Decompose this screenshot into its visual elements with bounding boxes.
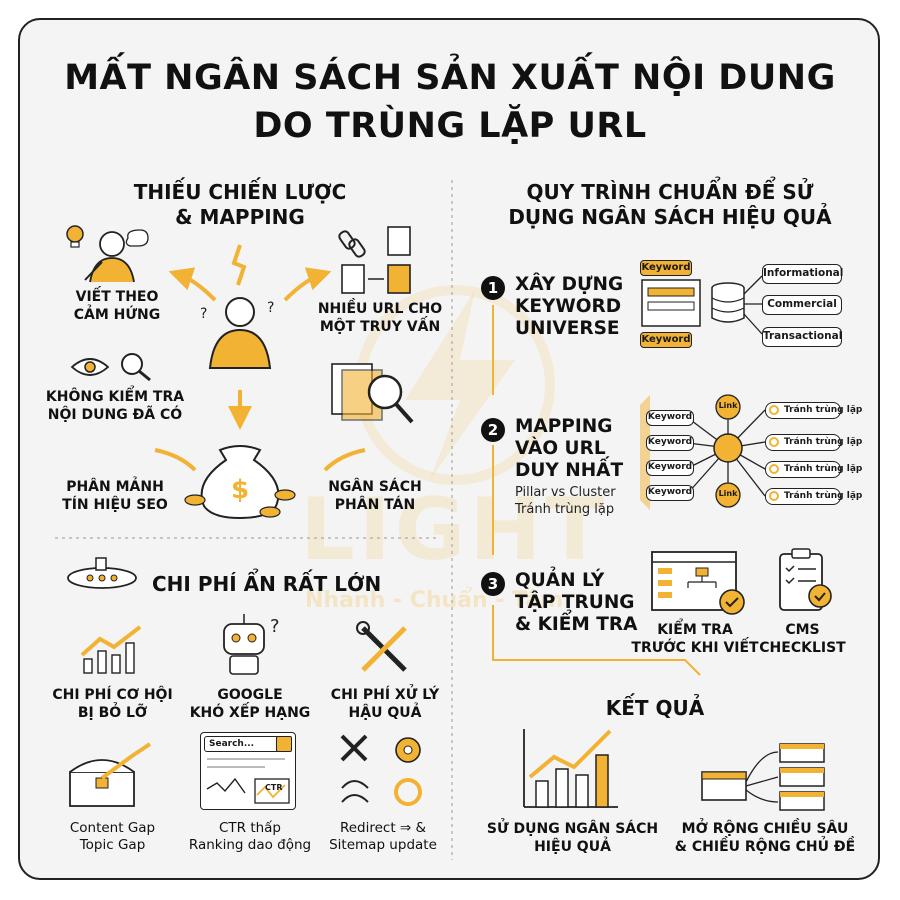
map-keyword-3: Keyword	[646, 460, 694, 476]
link-node-top: Link	[718, 401, 738, 410]
redirect-label-2: Sitemap update	[329, 837, 437, 853]
aftermath-label-1: CHI PHÍ XỬ LÝ	[330, 687, 440, 703]
svg-text:?: ?	[267, 300, 274, 316]
fix-tools-grid-icon	[340, 734, 422, 806]
opportunity-label-1: CHI PHÍ CƠ HỘI	[52, 687, 173, 703]
process-heading-line2: DỤNG NGÂN SÁCH HIỆU QUẢ	[508, 205, 832, 229]
step-2-sub-1: Pillar vs Cluster	[515, 485, 616, 500]
no-check-label-1: KHÔNG KIỂM TRA	[45, 389, 185, 405]
docs-magnifier-icon	[331, 363, 414, 424]
wrench-screwdriver-icon	[356, 621, 407, 672]
search-icon[interactable]	[276, 736, 292, 752]
step-2-sub-2: Tránh trùng lặp	[515, 502, 615, 517]
keyword-database-icon	[641, 275, 763, 335]
strategy-heading-line2: & MAPPING	[175, 205, 305, 229]
hidden-cost-heading: CHI PHÍ ẨN RẤT LỚN	[152, 572, 382, 596]
cms-label-2: CHECKLIST	[759, 640, 846, 656]
treasure-chest-icon	[69, 742, 152, 807]
watermark-tagline: Nhanh - Chuẩn - Tâm	[305, 588, 564, 613]
map-keyword-2: Keyword	[646, 435, 694, 451]
budget-scatter-label-1: NGÂN SÁCH	[328, 479, 422, 495]
write-inspired-label-2: CẢM HỨNG	[73, 307, 161, 323]
write-inspired-label-1: VIẾT THEO	[75, 289, 159, 305]
step-2-number: 2	[481, 418, 505, 442]
step-1-title-1: XÂY DỰNG	[515, 274, 624, 295]
page-title-line2: DO TRÙNG LẶP URL	[253, 106, 647, 146]
opportunity-label-2: BỊ BỎ LỠ	[77, 705, 148, 721]
avoid-dup-pill-4: Tránh trùng lặp	[765, 488, 862, 505]
result1-label-1: SỬ DỤNG NGÂN SÁCH	[486, 821, 659, 837]
step-2-title-2: VÀO URL	[515, 438, 606, 459]
page-title-line1: MẤT NGÂN SÁCH SẢN XUẤT NỘI DUNG	[64, 58, 836, 98]
link-documents-icon	[338, 226, 411, 294]
money-bag-icon: $	[184, 445, 296, 520]
avoid-dup-pill-1: Tránh trùng lặp	[765, 402, 862, 419]
budget-arrows	[154, 448, 366, 472]
process-timeline	[492, 305, 701, 676]
map-keyword-1: Keyword	[646, 410, 694, 426]
eye-magnifier-icon	[70, 353, 151, 382]
search-input[interactable]: Search...	[204, 736, 292, 752]
svg-text:?: ?	[200, 306, 207, 322]
category-commercial: Commercial	[762, 295, 842, 315]
step-3-number: 3	[481, 572, 505, 596]
category-informational: Informational	[762, 264, 843, 284]
no-check-label-2: NỘI DUNG ĐÃ CÓ	[47, 407, 183, 423]
content-gap-label-2: Topic Gap	[79, 837, 146, 853]
submarine-icon	[67, 557, 137, 589]
result2-label-2: & CHIỀU RỘNG CHỦ ĐỀ	[674, 839, 856, 855]
avoid-dup-pill-2: Tránh trùng lặp	[765, 434, 862, 451]
step-3-title-2: TẬP TRUNG	[515, 592, 635, 613]
fragment-label-1: PHÂN MẢNH	[66, 479, 164, 495]
confused-person-icon: ? ?	[200, 297, 274, 369]
step-2-title-3: DUY NHẤT	[515, 460, 624, 481]
result-heading: KẾT QUẢ	[605, 696, 705, 720]
topic-expansion-icon	[701, 743, 825, 811]
many-urls-label-1: NHIỀU URL CHO	[317, 301, 443, 317]
chain-link-icons	[769, 405, 779, 501]
budget-scatter-label-2: PHÂN TÁN	[334, 497, 416, 513]
clipboard-checklist-icon	[779, 548, 832, 611]
step-3-title-3: & KIỂM TRA	[515, 614, 638, 635]
step-1-title-3: UNIVERSE	[515, 318, 620, 339]
step-1-title-2: KEYWORD	[515, 296, 622, 317]
fragment-label-2: TÍN HIỆU SEO	[62, 497, 168, 513]
result1-label-2: HIỆU QUẢ	[534, 839, 611, 855]
sitemap-check-icon	[651, 551, 745, 615]
strategy-arrows	[168, 244, 332, 430]
aftermath-label-2: HẬU QUẢ	[348, 705, 422, 721]
cms-label-1: CMS	[785, 622, 820, 638]
result2-label-1: MỞ RỘNG CHIỀU SÂU	[681, 821, 849, 837]
keyword-tag-top: Keyword	[640, 260, 692, 276]
avoid-dup-pill-3: Tránh trùng lặp	[765, 461, 862, 478]
keyword-tag-bottom: Keyword	[640, 332, 692, 348]
step-1-number: 1	[481, 276, 505, 300]
content-gap-label-1: Content Gap	[69, 820, 156, 836]
search-window: Search... CTR	[200, 732, 296, 810]
link-node-bottom: Link	[718, 489, 738, 498]
map-keyword-4: Keyword	[646, 485, 694, 501]
svg-text:?: ?	[270, 616, 280, 637]
robot-icon: ?	[223, 614, 280, 675]
strategy-heading-line1: THIẾU CHIẾN LƯỢC	[133, 180, 347, 204]
check-before-label-2: TRƯỚC KHI VIẾT	[631, 640, 759, 656]
step-2-title-1: MAPPING	[515, 416, 613, 437]
check-before-label-1: KIỂM TRA	[657, 622, 733, 638]
ctr-line-graph	[206, 758, 290, 804]
step-3-title-1: QUẢN LÝ	[515, 570, 605, 591]
ctr-tag: CTR	[265, 783, 283, 792]
many-urls-label-2: MỘT TRUY VẤN	[319, 319, 441, 335]
category-transactional: Transactional	[762, 327, 842, 347]
google-label-1: GOOGLE	[217, 687, 283, 703]
ctr-low-label-2: Ranking dao động	[188, 837, 312, 853]
svg-text:$: $	[231, 475, 249, 505]
growth-chart-icon	[80, 625, 142, 674]
redirect-label-1: Redirect ⇒ &	[339, 820, 427, 836]
ctr-low-label-1: CTR thấp	[218, 820, 282, 836]
process-heading-line1: QUY TRÌNH CHUẨN ĐỂ SỬ	[526, 180, 814, 204]
result-growth-chart-icon	[523, 729, 618, 808]
google-label-2: KHÓ XẾP HẠNG	[189, 705, 311, 721]
writer-lightbulb-icon	[66, 225, 149, 283]
